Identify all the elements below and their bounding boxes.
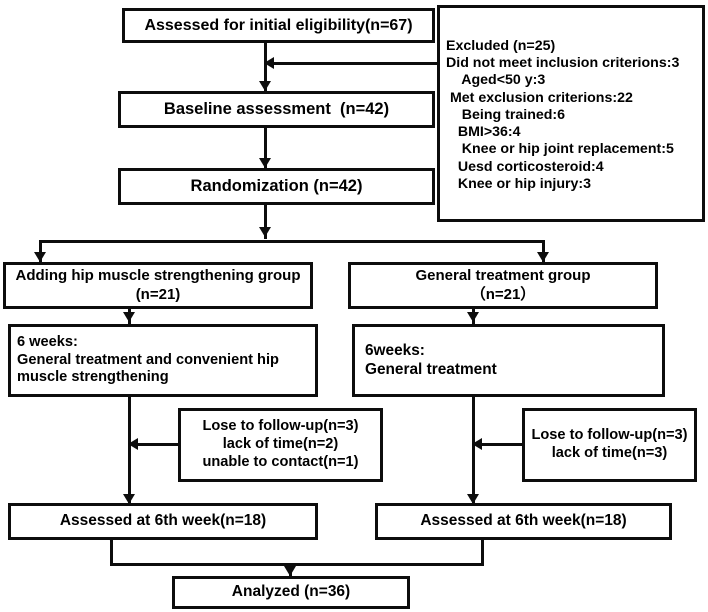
node-protocol-intervention: 6 weeks: General treatment and convenien… <box>8 324 318 397</box>
group-intervention-line-1: (n=21) <box>135 285 181 303</box>
node-text: Analyzed (n=36) <box>231 583 351 601</box>
connector-baseline-to-randomization <box>264 128 267 168</box>
split-branch-right <box>542 240 545 262</box>
connector-loss-control-to-spine <box>480 443 522 446</box>
arrow-group-control-to-protocol <box>467 312 479 322</box>
merge-bar-analyzed <box>110 563 484 566</box>
connector-protocol-control-to-assessed <box>472 397 475 503</box>
loss-control-line-1: lack of time(n=3) <box>551 445 668 461</box>
node-protocol-control: 6weeks: General treatment <box>352 324 665 397</box>
connector-randomization-down <box>264 205 267 239</box>
node-assessed-week6-intervention: Assessed at 6th week(n=18) <box>8 503 318 540</box>
arrow-merge-to-analyzed <box>284 566 296 576</box>
excluded-line-8: Knee or hip injury:3 <box>446 176 592 193</box>
node-loss-control: Lose to follow-up(n=3) lack of time(n=3) <box>522 408 697 482</box>
group-intervention-line-0: Adding hip muscle strengthening group <box>15 267 301 285</box>
loss-control-line-0: Lose to follow-up(n=3) <box>531 427 688 444</box>
node-loss-intervention: Lose to follow-up(n=3) lack of time(n=2)… <box>178 408 383 482</box>
excluded-line-1: Did not meet inclusion criterions:3 <box>446 54 680 71</box>
connector-assessed-control-down <box>481 540 484 566</box>
split-bar-randomization <box>39 240 545 243</box>
group-control-line-1: （n=21） <box>470 285 536 303</box>
arrow-excluded-to-spine <box>264 57 274 69</box>
excluded-line-4: Being trained:6 <box>446 106 566 123</box>
arrow-loss-intervention-to-spine <box>128 438 138 450</box>
loss-intervention-line-1: lack of time(n=2) <box>222 436 339 453</box>
protocol-intervention-line-1: General treatment and convenient hip <box>17 351 279 368</box>
node-text: Assessed at 6th week(n=18) <box>59 512 267 530</box>
excluded-line-7: Uesd corticosteroid:4 <box>446 158 604 175</box>
node-excluded: Excluded (n=25) Did not meet inclusion c… <box>437 5 705 222</box>
excluded-line-6: Knee or hip joint replacement:5 <box>446 141 674 158</box>
node-assessed-week6-control: Assessed at 6th week(n=18) <box>375 503 672 540</box>
protocol-intervention-line-0: 6 weeks: <box>17 333 78 350</box>
excluded-line-0: Excluded (n=25) <box>446 37 556 54</box>
excluded-line-3: Met exclusion criterions:22 <box>446 89 633 106</box>
group-control-line-0: General treatment group <box>415 267 591 285</box>
node-text: Assessed for initial eligibility(n=67) <box>144 16 413 34</box>
loss-intervention-line-2: unable to contact(n=1) <box>202 453 359 470</box>
connector-assessed-intervention-down <box>110 540 113 566</box>
node-assessed-eligibility: Assessed for initial eligibility(n=67) <box>122 8 435 43</box>
excluded-line-5: BMI>36:4 <box>446 124 521 141</box>
protocol-intervention-line-2: muscle strengthening <box>17 369 169 386</box>
node-group-intervention: Adding hip muscle strengthening group (n… <box>3 262 313 309</box>
node-group-control: General treatment group （n=21） <box>348 262 658 309</box>
arrow-eligibility-to-baseline <box>259 81 271 91</box>
node-text: Assessed at 6th week(n=18) <box>420 512 627 530</box>
excluded-line-2: Aged<50 y:3 <box>446 72 546 89</box>
connector-protocol-intervention-to-assessed <box>128 397 131 503</box>
protocol-control-line-1: General treatment <box>365 360 497 378</box>
node-baseline-assessment: Baseline assessment (n=42) <box>118 91 435 128</box>
arrow-split-right <box>537 252 549 262</box>
node-analyzed: Analyzed (n=36) <box>172 576 410 609</box>
arrow-group-intervention-to-protocol <box>123 312 135 322</box>
connector-excluded-to-spine <box>272 62 437 65</box>
arrow-protocol-intervention-to-assessed <box>123 494 135 504</box>
split-branch-left <box>39 240 42 262</box>
arrow-protocol-control-to-assessed <box>467 494 479 504</box>
arrow-randomization-down <box>259 227 271 237</box>
protocol-control-line-0: 6weeks: <box>365 341 425 359</box>
node-text: Baseline assessment (n=42) <box>163 100 390 119</box>
loss-intervention-line-0: Lose to follow-up(n=3) <box>202 418 359 435</box>
node-randomization: Randomization (n=42) <box>118 168 435 205</box>
connector-loss-intervention-to-spine <box>136 443 178 446</box>
arrow-loss-control-to-spine <box>472 438 482 450</box>
arrow-split-left <box>34 252 46 262</box>
node-text: Randomization (n=42) <box>190 177 363 196</box>
arrow-baseline-to-randomization <box>259 158 271 168</box>
